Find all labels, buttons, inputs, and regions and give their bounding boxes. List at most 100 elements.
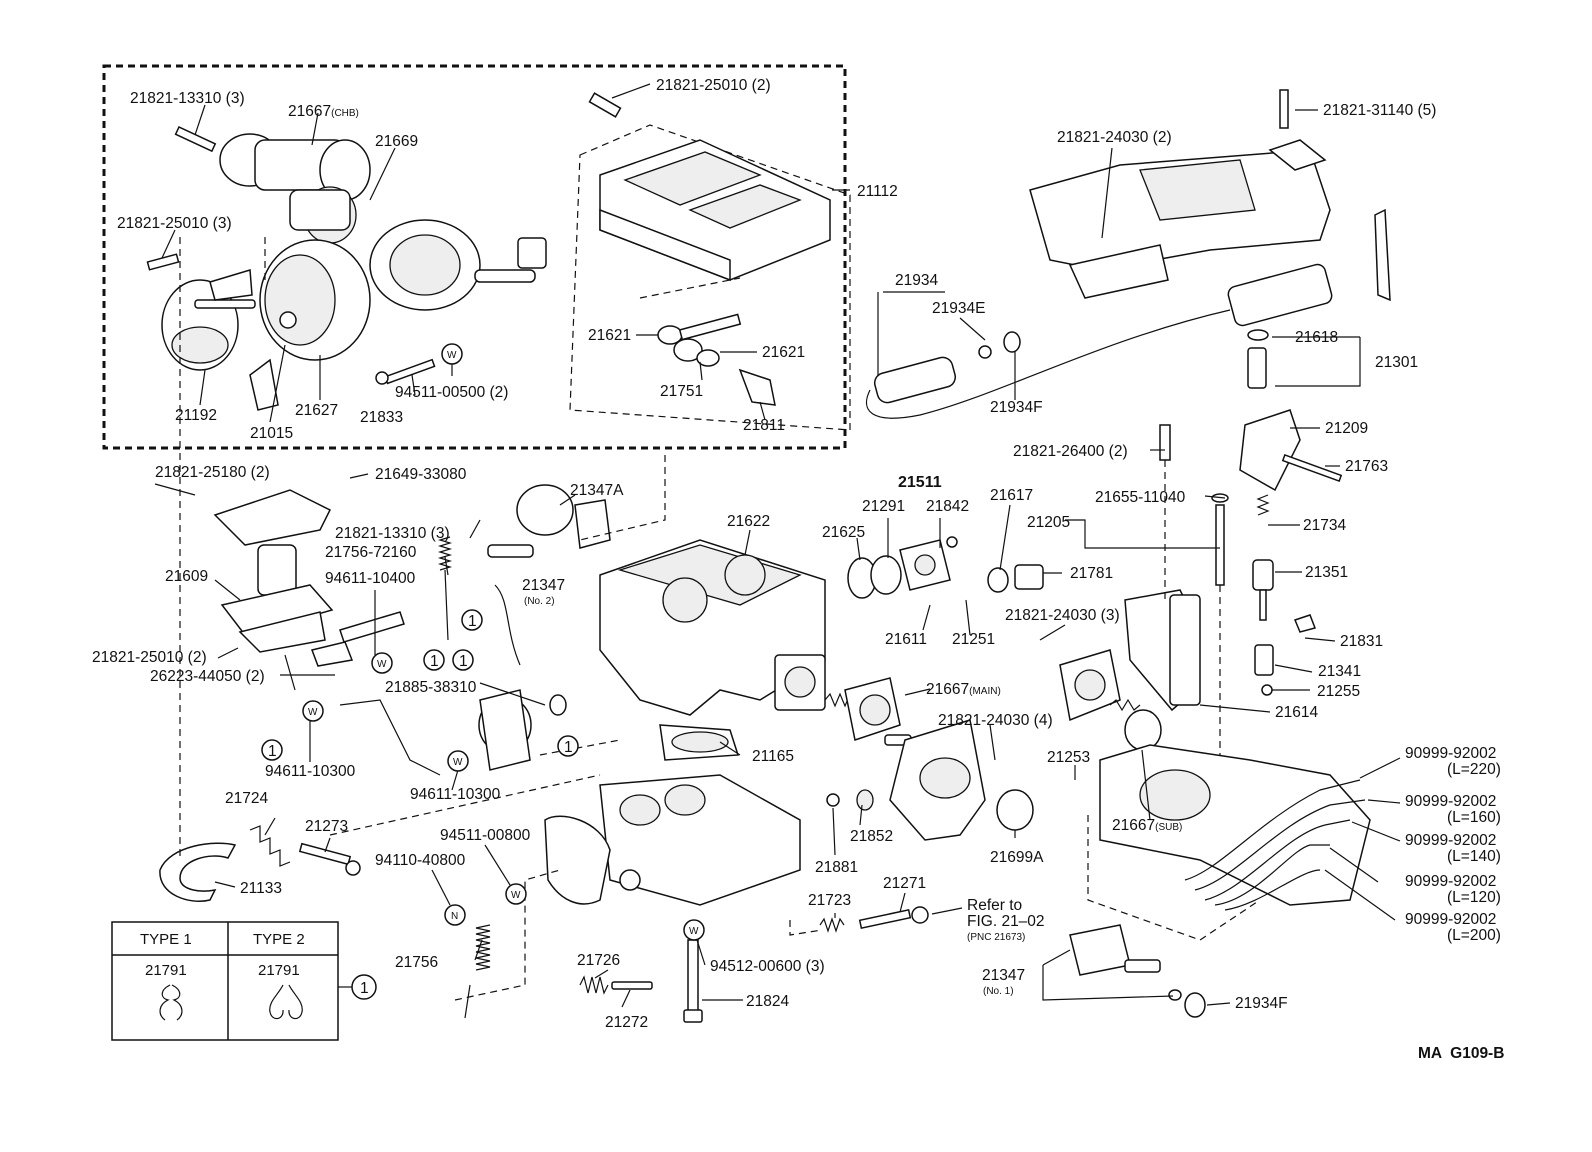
callout-21821-13310-a: 21821-13310 (3) [130,90,245,107]
callout-21205: 21205 [1027,514,1070,531]
clip-ref-symbol: 1 [461,609,483,631]
spring-21756 [464,924,491,1019]
callout-21609: 21609 [165,568,208,585]
callout-21165: 21165 [752,748,794,765]
callout-21621-b: 21621 [762,344,805,361]
svg-text:W: W [377,659,387,670]
callout-21655-11040: 21655-11040 [1095,489,1186,506]
callout-hose-l120: 90999-92002(L=120) [1405,873,1501,906]
callout-21133: 21133 [240,880,282,897]
callout-26223-44050: 26223-44050 (2) [150,668,265,685]
callout-21934f-b: 21934F [1235,995,1288,1012]
callout-pnc-21673: (PNC 21673) [967,932,1025,943]
callout-21726: 21726 [577,952,620,969]
callout-21821-26400: 21821-26400 (2) [1013,443,1128,460]
vsv-21347-no1 [1069,924,1206,1018]
callout-21821-13310-b: 21821-13310 (3) [335,525,450,542]
vacuum-diaphragm-21192 [161,279,256,371]
solenoid-connector-21301 [1227,263,1333,389]
callout-21622: 21622 [727,513,770,530]
callout-refer-to: Refer to [967,897,1022,914]
washer-symbol: W [505,883,527,905]
washer-symbol: W [371,652,393,674]
carburetor-body-21622 [599,539,826,716]
screw-21273 [298,842,361,876]
callout-21614: 21614 [1275,704,1318,721]
jet-21734-group [1252,494,1316,696]
callout-21251: 21251 [952,631,995,648]
stud-21271 [819,906,929,933]
hose-21133 [159,842,237,902]
svg-text:1: 1 [430,653,439,670]
small-screws-top-left [146,126,217,271]
bracket-21015 [209,269,279,411]
callout-94110-40800: 94110-40800 [375,852,466,869]
washer-symbol: W [683,919,705,941]
diaphragm-housing-21699 [826,719,1034,841]
callout-21667-sub: 21667(SUB) [1112,817,1182,834]
clip-ref-symbol: 1 [351,974,377,1000]
callout-21627: 21627 [295,402,338,419]
nut-symbol: N [444,904,466,926]
intake-manifold-lower [1099,744,1371,906]
callout-21852: 21852 [850,828,893,845]
callout-21291: 21291 [862,498,905,515]
bolt-21824 [683,939,703,1023]
callout-21347-no1: 21347(No. 1) [982,967,1025,997]
callout-21667-main: 21667(MAIN) [926,681,1001,698]
callout-21112: 21112 [857,183,898,200]
callout-94512-00600: 94512-00600 (3) [710,958,825,975]
clip-type-1-icon [159,984,183,1021]
rod-21347-no2 [494,584,521,666]
choke-housing [369,219,547,311]
callout-21192: 21192 [175,407,217,424]
callout-21649-33080: 21649-33080 [375,466,467,483]
callout-21617: 21617 [990,487,1033,504]
bracket-21821-24030 [1068,244,1169,299]
choke-opener-21347a [487,484,611,558]
needle-valve-group [657,313,776,406]
callout-21821-24030-a: 21821-24030 (2) [1057,129,1172,146]
gasket-21511-group [847,536,958,599]
callout-21756: 21756 [395,954,438,971]
flange-21165 [659,724,740,761]
callout-21781: 21781 [1070,565,1113,582]
group-box-float-chamber [569,124,851,431]
group-box-top-left [102,64,847,450]
callout-21618: 21618 [1295,329,1338,346]
callout-21611: 21611 [885,631,927,648]
callout-21821-24030-c: 21821-24030 (4) [938,712,1053,729]
callout-21301: 21301 [1375,354,1418,371]
callout-21934: 21934 [895,272,938,289]
type-1-header: TYPE 1 [140,931,192,948]
clip-ref-symbol: 1 [261,739,283,761]
spring-21756-72160 [437,536,453,641]
alignment-lines [179,237,1221,1001]
callout-21934f-a: 21934F [990,399,1043,416]
clip-ref-symbol: 1 [423,649,445,671]
callout-94511-00800: 94511-00800 [440,827,531,844]
callout-94511-00500: 94511-00500 (2) [395,384,508,401]
callout-21756-72160: 21756-72160 [325,544,417,561]
callout-94611-10300-a: 94611-10300 [265,763,356,780]
callout-21821-24030-b: 21821-24030 (3) [1005,607,1120,624]
callout-21821-25010-a: 21821-25010 (3) [117,215,232,232]
svg-text:1: 1 [468,613,477,630]
bolt-21821-26400 [1159,424,1171,461]
callout-21272: 21272 [605,1014,648,1031]
clip-ref-symbol: 1 [557,735,579,757]
diaphragm-main-21667 [824,677,912,746]
svg-text:1: 1 [360,980,369,997]
callout-21351: 21351 [1305,564,1348,581]
svg-text:W: W [453,757,463,768]
spring-21724 [249,825,291,867]
diaphragm-sub-21667 [1059,649,1162,751]
callout-labels: 21821-13310 (3) 21667(CHB) 21669 21821-2… [92,77,1501,1031]
callout-21811: 21811 [743,417,785,434]
callout-21842: 21842 [926,498,969,515]
callout-21253: 21253 [1047,749,1090,766]
callout-21015: 21015 [250,425,293,442]
callout-21821-25010-b: 21821-25010 (2) [656,77,771,94]
callout-21209: 21209 [1325,420,1368,437]
group-box-right-lower [1087,815,1261,941]
